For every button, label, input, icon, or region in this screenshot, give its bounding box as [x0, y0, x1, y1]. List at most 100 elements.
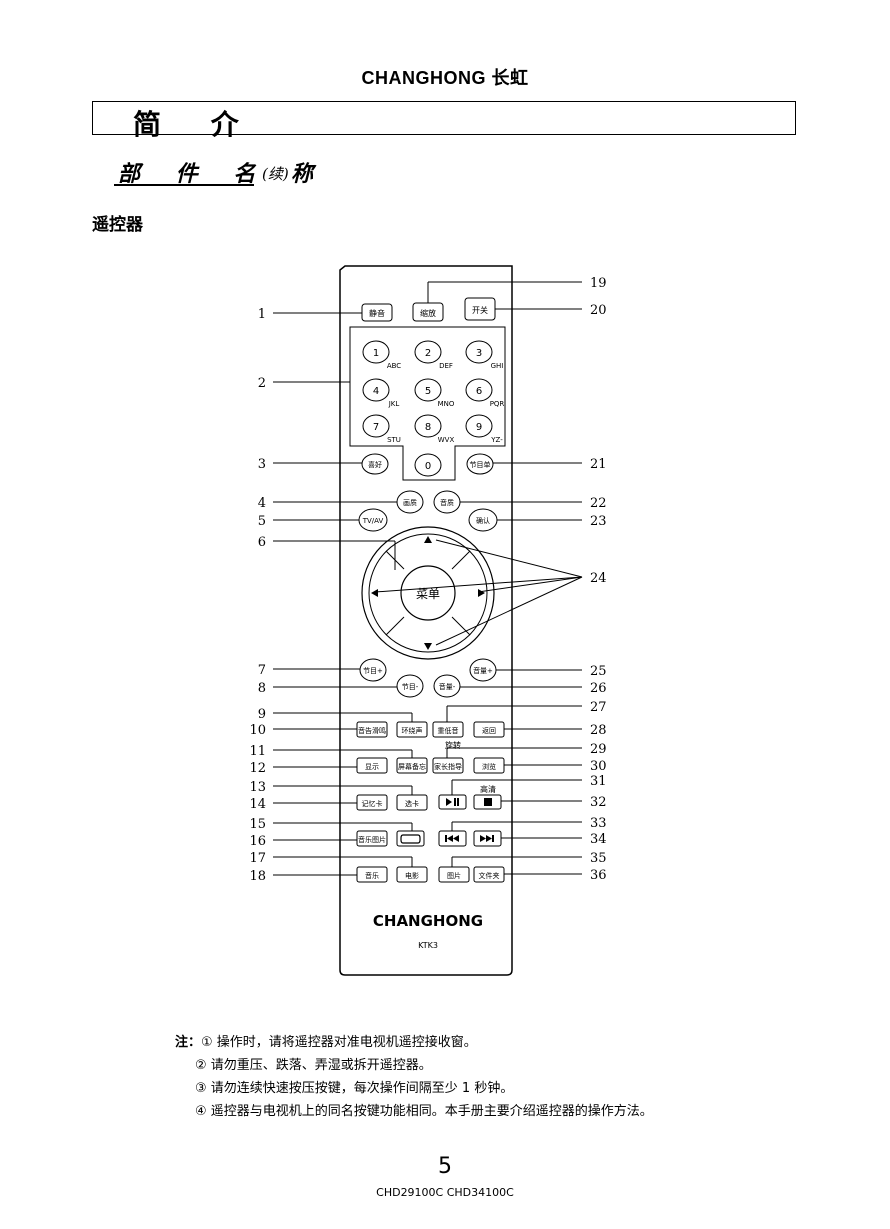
- digit-number: 3: [476, 348, 482, 359]
- menu-button[interactable]: 菜单: [400, 565, 456, 621]
- repeat-button[interactable]: [396, 830, 425, 847]
- digit-number: 5: [425, 386, 431, 397]
- select-card-button[interactable]: 选卡: [396, 794, 428, 811]
- callout-lines: 1234567891011121314151617181920212223242…: [249, 276, 606, 884]
- browse-button[interactable]: 浏览: [473, 757, 505, 774]
- menu-label: 菜单: [416, 587, 440, 601]
- power-button[interactable]: 开关: [464, 297, 496, 321]
- vol-minus-label: 音量-: [439, 682, 456, 691]
- callout-left-18: 18: [249, 869, 266, 884]
- music-photo-button[interactable]: 音乐图片: [356, 830, 388, 847]
- mute-button[interactable]: 静音: [361, 303, 393, 322]
- picture-button[interactable]: 画质: [396, 490, 424, 514]
- callout-right-35: 35: [590, 851, 607, 866]
- back-button[interactable]: 返回: [473, 721, 505, 738]
- confirm-button[interactable]: 确认: [468, 508, 498, 532]
- ch-minus-label: 节目-: [402, 683, 419, 691]
- parental-button[interactable]: 家长指导: [432, 757, 464, 774]
- movie-button[interactable]: 电影: [396, 866, 428, 883]
- callout-left-1: 1: [258, 307, 266, 322]
- note-4: ④ 遥控器与电视机上的同名按键功能相同。本手册主要介绍遥控器的操作方法。: [195, 1104, 653, 1119]
- digit-key-9[interactable]: 9YZ-: [465, 414, 503, 444]
- model-footer: CHD29100C CHD34100C: [376, 1186, 514, 1199]
- power-label: 开关: [472, 305, 488, 315]
- arrow-left-icon[interactable]: [371, 589, 378, 597]
- digit-number: 4: [373, 386, 379, 397]
- favorite-button[interactable]: 喜好: [361, 453, 389, 475]
- callout-right-34: 34: [590, 832, 607, 847]
- digit-letters: ABC: [387, 362, 401, 370]
- callout-left-7: 7: [258, 663, 266, 678]
- zoom-label: 缩放: [420, 308, 436, 318]
- pause-icon: [454, 798, 456, 806]
- sound-button[interactable]: 音质: [433, 490, 461, 514]
- callout-right-33: 33: [590, 816, 607, 831]
- ch-plus-button[interactable]: 节目+: [359, 658, 387, 682]
- digit-key-0[interactable]: 0: [414, 453, 442, 477]
- callout-right-19: 19: [590, 276, 607, 291]
- callout-left-14: 14: [249, 797, 266, 812]
- play-icon: [446, 798, 452, 806]
- note-2: ② 请勿重压、跌落、弄湿或拆开遥控器。: [195, 1058, 432, 1073]
- play-pause-button[interactable]: [438, 794, 467, 810]
- lyrics-button[interactable]: 音告滑鸣: [356, 721, 388, 738]
- callout-left-17: 17: [249, 851, 266, 866]
- lyrics-label: 音告滑鸣: [358, 726, 386, 735]
- program-list-label: 节目单: [470, 460, 491, 469]
- vol-minus-button[interactable]: 音量-: [433, 674, 461, 698]
- repeat-icon: [400, 834, 421, 844]
- callout-left-6: 6: [258, 535, 266, 550]
- digit-letters: JKL: [388, 400, 400, 408]
- bass-button[interactable]: 重低音: [432, 721, 464, 738]
- music-button[interactable]: 音乐: [356, 866, 388, 883]
- arrow-up-icon[interactable]: [424, 536, 432, 543]
- music-photo-label: 音乐图片: [358, 835, 386, 844]
- next-button[interactable]: [473, 830, 502, 847]
- arrow-right-icon[interactable]: [478, 589, 485, 597]
- tvav-button[interactable]: TV/AV: [358, 508, 388, 532]
- digit-number: 6: [476, 386, 482, 397]
- callout-right-26: 26: [590, 681, 607, 696]
- surround-button[interactable]: 环绕声: [396, 721, 428, 738]
- digit-letters: MNO: [438, 400, 455, 408]
- ch-plus-label: 节目+: [363, 667, 383, 675]
- folder-button[interactable]: 文件夹: [473, 866, 505, 883]
- screen-sleep-label: 屏幕备忘: [398, 762, 426, 771]
- callout-right-31: 31: [590, 774, 607, 789]
- memory-card-button[interactable]: 记忆卡: [356, 794, 388, 811]
- zoom-button[interactable]: 缩放: [412, 302, 444, 322]
- program-list-button[interactable]: 节目单: [466, 453, 494, 475]
- sound-label: 音质: [440, 498, 454, 507]
- digit-number: 7: [373, 422, 379, 433]
- photo-button[interactable]: 图片: [438, 866, 470, 883]
- ch-minus-button[interactable]: 节目-: [396, 674, 424, 698]
- stop-button[interactable]: [473, 794, 502, 810]
- section-title: 部 件 名 称: [118, 162, 327, 187]
- callout-left-2: 2: [258, 376, 266, 391]
- section-subtitle: (续): [262, 165, 289, 183]
- callout-right-25: 25: [590, 664, 607, 679]
- callout-left-15: 15: [249, 817, 266, 832]
- callout-left-12: 12: [249, 761, 266, 776]
- note-text-1: ① 操作时，请将遥控器对准电视机遥控接收窗。: [201, 1035, 477, 1050]
- callout-right-29: 29: [590, 742, 607, 757]
- hd-label: 高清: [480, 784, 496, 794]
- prev-button[interactable]: [438, 830, 467, 847]
- callout-right-28: 28: [590, 723, 607, 738]
- callout-right-27: 27: [590, 700, 607, 715]
- parental-label: 家长指导: [434, 762, 462, 771]
- subheading: 遥控器: [92, 215, 143, 235]
- display-button[interactable]: 显示: [356, 757, 388, 774]
- arrow-down-icon[interactable]: [424, 643, 432, 650]
- screen-sleep-button[interactable]: 屏幕备忘: [396, 757, 428, 774]
- vol-plus-button[interactable]: 音量+: [469, 658, 497, 682]
- mute-label: 静音: [369, 308, 385, 318]
